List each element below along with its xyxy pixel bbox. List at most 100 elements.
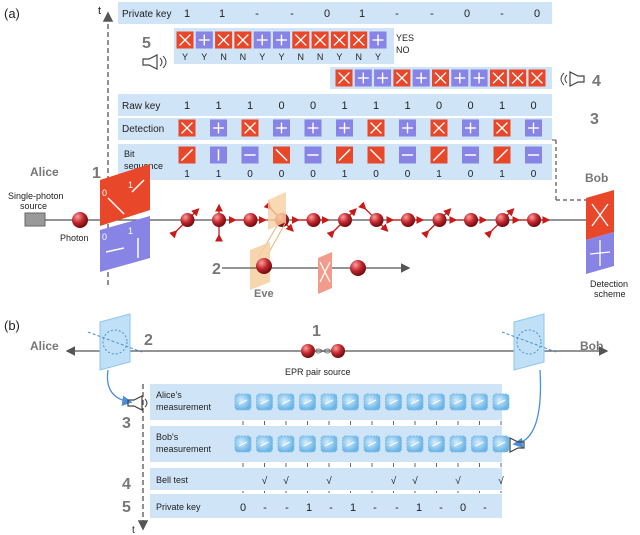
yes-label: YES: [396, 33, 414, 43]
step4-basis-box: [432, 69, 449, 87]
alice-measurement-dot: [449, 393, 467, 411]
time-axis-a-label: t: [98, 5, 101, 17]
bit-seq-label-1: Bit: [124, 149, 135, 159]
bit-sequence-value: 0: [468, 169, 474, 180]
private-key-value-b: -: [373, 502, 377, 514]
step4-basis-box: [354, 69, 372, 87]
private-key-label-b: Private key: [156, 502, 201, 512]
step-3-b: 3: [122, 415, 131, 432]
epr-label: EPR pair source: [285, 367, 351, 377]
bit-sequence-box: [336, 146, 353, 164]
pol-0-blue: 0: [102, 232, 107, 242]
bob-meas-label-1: Bob's: [156, 432, 179, 442]
photon-ball: [72, 212, 88, 228]
step5-yn: N: [355, 52, 362, 62]
step5-basis-box: [234, 31, 252, 49]
alice-measurement-dot: [256, 393, 273, 411]
alice-meas-label-1: Alice's: [156, 390, 182, 400]
detection-basis-box: [399, 119, 416, 137]
bob-measurement-dot: [471, 435, 488, 453]
raw-key-value: 0: [467, 100, 473, 112]
detection-basis-box: [178, 119, 196, 137]
alice-plate-diagonal: [100, 164, 150, 226]
bell-test-mark: √: [498, 475, 504, 487]
step-2-b: 2: [144, 332, 153, 349]
step5-yn: Y: [259, 52, 265, 62]
source-label-1: Single-photon: [8, 191, 64, 201]
pol-1-blue: 1: [128, 226, 133, 236]
channel-photon: [449, 213, 488, 227]
raw-key-value: 1: [184, 100, 190, 112]
bit-sequence-box: [399, 146, 416, 164]
bit-sequence-box: [525, 146, 542, 164]
bit-sequence-value: 0: [310, 169, 316, 180]
bob-measurement-dot: [428, 435, 445, 453]
bit-sequence-value: 1: [184, 169, 190, 180]
detection-basis-box: [304, 119, 322, 137]
private-key-value: 0: [324, 8, 330, 20]
bit-sequence-value: 1: [436, 169, 442, 180]
eve-photon-2: [350, 260, 366, 276]
alice-measure-plate: [99, 313, 131, 371]
bob-measurement-dot: [342, 435, 359, 453]
private-key-value-b: 0: [240, 502, 246, 514]
step5-yn: N: [240, 52, 247, 62]
bit-sequence-value: 0: [279, 169, 285, 180]
step5-yn: Y: [201, 52, 207, 62]
bit-sequence-box: [430, 146, 448, 164]
epr-photon-1: [301, 344, 315, 358]
private-key-row-a: [118, 2, 552, 24]
no-label: NO: [396, 45, 410, 55]
detection-basis-box: [367, 119, 385, 137]
bit-sequence-value: 1: [499, 169, 505, 180]
step4-basis-box: [470, 69, 488, 87]
step5-basis-box: [350, 31, 368, 49]
step5-yn: N: [220, 52, 227, 62]
alice-b: Alice: [30, 339, 59, 353]
time-axis-b-label: t: [132, 525, 135, 535]
private-key-value-b: -: [329, 502, 333, 514]
channel-photon: [212, 203, 226, 242]
megaphone-icon-alice: [127, 395, 148, 411]
private-key-value: 1: [219, 8, 225, 20]
source-label-2: source: [20, 201, 47, 211]
megaphone-icon: [142, 54, 167, 70]
alice-a: Alice: [30, 165, 59, 179]
private-key-value-b: -: [395, 502, 399, 514]
bob-a: Bob: [585, 171, 608, 185]
bell-test-mark: √: [391, 475, 397, 487]
bob-measurement-dot: [406, 435, 424, 453]
channel-photon: [358, 201, 389, 232]
bit-sequence-box: [462, 146, 479, 164]
channel-photon: [484, 208, 515, 239]
bit-sequence-box: [241, 146, 259, 164]
private-key-value: 1: [184, 8, 190, 20]
bit-sequence-value: 0: [373, 169, 379, 180]
bit-sequence-box: [273, 146, 290, 164]
bit-sequence-value: 0: [247, 169, 253, 180]
bob-measurement-dot: [234, 435, 252, 453]
raw-key-value: 0: [530, 100, 536, 112]
step5-basis-box: [311, 31, 329, 49]
alice-measurement-dot: [277, 393, 295, 411]
private-key-value-b: 0: [460, 502, 466, 514]
channel-photon: [386, 213, 425, 227]
bell-test-mark: √: [412, 475, 418, 487]
panel-b-tag: (b): [4, 318, 20, 333]
step5-yn: Y: [375, 52, 381, 62]
private-key-value: -: [395, 8, 399, 20]
alice-measurement-dot: [471, 393, 488, 411]
channel-photon: [169, 208, 200, 239]
bob-measure-plate: [513, 313, 545, 371]
channel-photon: [421, 208, 452, 239]
step4-basis-box: [412, 69, 430, 87]
alice-meas-label-2: measurement: [156, 402, 212, 412]
private-key-value-b: 1: [350, 502, 356, 514]
raw-key-value: 1: [499, 100, 505, 112]
private-key-value-b: -: [439, 502, 443, 514]
bob-measurement-dot: [256, 435, 273, 453]
epr-photon-2: [331, 344, 345, 358]
bob-measurement-dot: [363, 435, 381, 453]
bob-measurement-dot: [320, 435, 338, 453]
step-4-b: 4: [122, 476, 131, 493]
